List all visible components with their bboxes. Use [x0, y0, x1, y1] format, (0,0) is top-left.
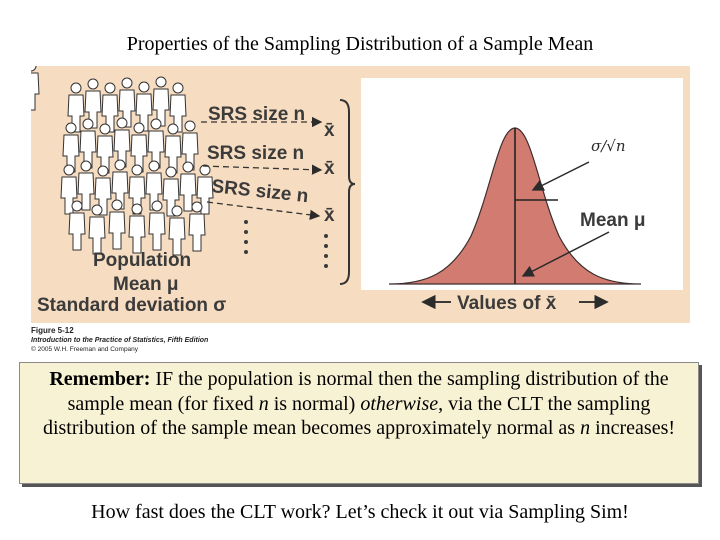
- caption-copyright: © 2005 W.H. Freeman and Company: [31, 346, 139, 353]
- sample-label-2: SRS size n: [207, 143, 304, 164]
- ellipsis-dots: [244, 220, 328, 268]
- remember-n-2: n: [580, 417, 591, 439]
- curve-mean-label: Mean μ: [580, 210, 645, 231]
- population-label: Population: [93, 250, 191, 271]
- mean-annotation: Mean μ: [521, 210, 645, 277]
- remember-n-1: n: [258, 392, 269, 415]
- caption-number: Figure 5-12: [31, 326, 74, 335]
- sample-arrows: [201, 116, 323, 221]
- remember-otherwise: otherwise: [360, 392, 439, 415]
- remember-text-3: , via the CLT the sampling distribution …: [42, 392, 651, 440]
- sample-label-3: SRS size n: [210, 176, 309, 207]
- remember-box: Remember: IF the population is normal th…: [19, 362, 699, 484]
- axis-annotation: Values of x̄: [421, 293, 609, 314]
- figure-caption: Figure 5-12 Introduction to the Practice…: [31, 326, 208, 354]
- caption-source: Introduction to the Practice of Statisti…: [31, 337, 209, 344]
- slide-title: Properties of the Sampling Distribution …: [126, 33, 594, 55]
- sd-annotation: σ/√n: [531, 137, 626, 191]
- spread-label: σ/√n: [591, 137, 626, 155]
- sampling-sim-prompt: How fast does the CLT work? Let’s check …: [91, 501, 629, 523]
- remember-heading: Remember:: [49, 368, 151, 390]
- axis-label: Values of x̄: [457, 293, 557, 314]
- sample-mean-3: x̄: [324, 205, 335, 226]
- population-sd-label: Standard deviation σ: [37, 295, 226, 316]
- population-mean-label: Mean μ: [113, 274, 178, 295]
- sample-label-1: SRS size n: [208, 104, 305, 125]
- remember-text-2: is normal): [268, 392, 361, 415]
- brace: [339, 99, 356, 285]
- sample-mean-1: x̄: [324, 120, 335, 141]
- remember-text-1: IF the population is normal then the sam…: [67, 368, 669, 415]
- sampling-distribution-figure: SRS size n SRS size n SRS size n x̄ x̄ x…: [31, 66, 683, 316]
- sample-mean-2: x̄: [324, 158, 335, 179]
- remember-text-4: increases!: [590, 417, 676, 439]
- population-crowd-icon: [31, 66, 214, 256]
